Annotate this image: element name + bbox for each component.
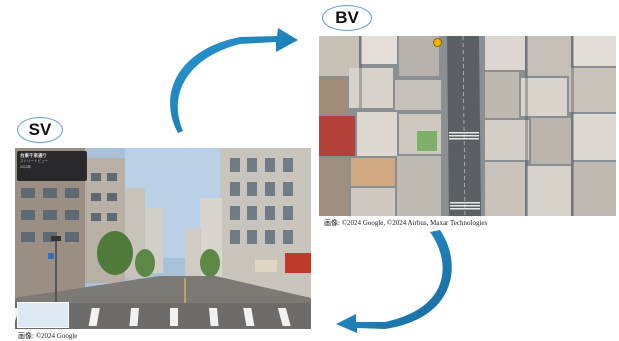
- sv-label: SV: [17, 117, 63, 143]
- location-pin-icon: [433, 38, 442, 47]
- card-subtitle: ストリートビュー: [20, 159, 48, 163]
- bv-credit: 画像: ©2024 Google, ©2024 Airbus, Maxar Te…: [324, 219, 488, 227]
- bv-label: BV: [322, 5, 372, 31]
- minimap[interactable]: [17, 302, 69, 328]
- aerial-scene: [319, 36, 616, 216]
- street-view-scene: [15, 148, 311, 329]
- card-date: 2023年: [20, 165, 32, 169]
- arrow-sv-to-bv-body: [170, 28, 298, 133]
- arrow-bv-to-sv-body: [336, 230, 452, 333]
- birds-eye-image: [319, 36, 616, 216]
- card-title: 台東千束通り: [20, 153, 47, 158]
- sv-credit: 画像: ©2024 Google: [18, 332, 78, 340]
- street-view-info-card[interactable]: 台東千束通り ストリートビュー 2023年: [17, 151, 87, 181]
- street-view-image: 台東千束通り ストリートビュー 2023年: [15, 148, 311, 329]
